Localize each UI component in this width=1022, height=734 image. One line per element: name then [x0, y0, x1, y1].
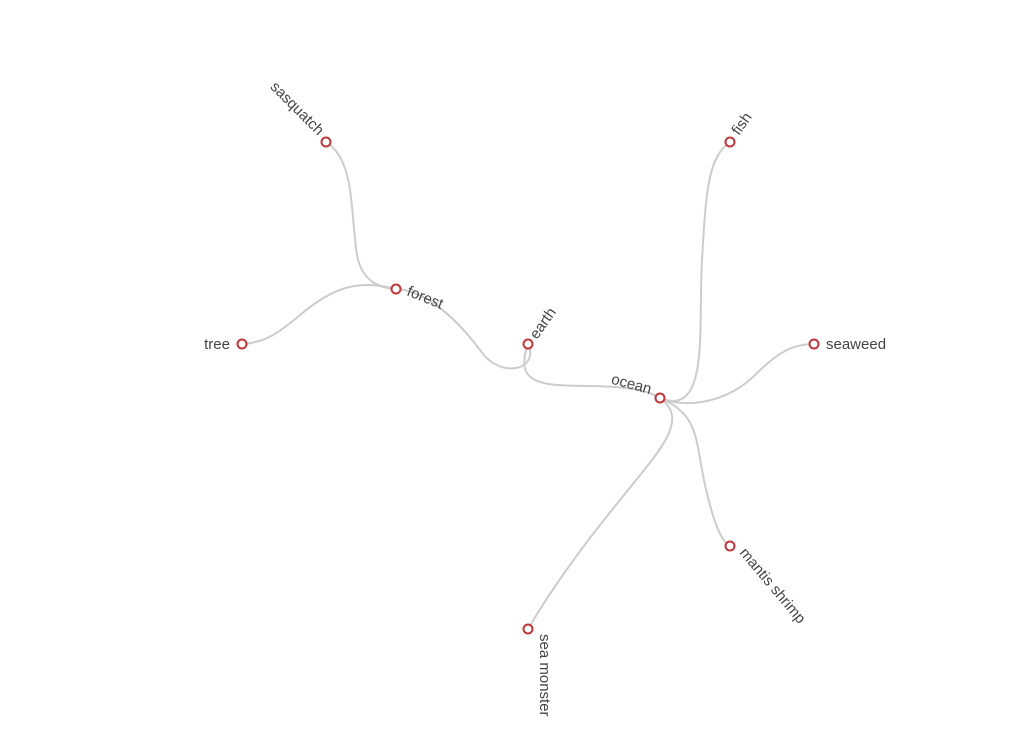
node-label-sasquatch: sasquatch [267, 78, 327, 138]
node-label-forest: forest [405, 283, 447, 313]
link-earth-to-forest [395, 288, 532, 370]
node-fish[interactable]: fish [724, 109, 756, 148]
link-forest-to-tree [241, 283, 397, 345]
node-circle-sea-monster[interactable] [522, 623, 534, 635]
link-earth-to-ocean [523, 343, 661, 399]
node-circle-mantis-shrimp[interactable] [724, 540, 736, 552]
node-label-mantis-shrimp: mantis shrimp [736, 545, 809, 627]
node-circle-earth[interactable] [522, 338, 534, 350]
node-circle-seaweed[interactable] [808, 338, 820, 350]
node-sea-monster[interactable]: sea monster [522, 623, 554, 717]
node-seaweed[interactable]: seaweed [808, 336, 887, 353]
node-circle-ocean[interactable] [654, 392, 666, 404]
node-label-sea-monster: sea monster [536, 634, 553, 717]
links-layer [241, 141, 815, 630]
node-circle-forest[interactable] [390, 283, 402, 295]
node-forest[interactable]: forest [390, 283, 447, 313]
link-ocean-to-seaweed [659, 343, 815, 405]
node-label-seaweed: seaweed [826, 336, 886, 353]
node-earth[interactable]: earth [522, 305, 560, 350]
link-forest-to-sasquatch [325, 141, 397, 290]
node-ocean[interactable]: ocean [609, 371, 666, 404]
link-ocean-to-mantis-shrimp [659, 397, 731, 547]
node-label-earth: earth [526, 305, 560, 343]
link-ocean-to-sea-monster [527, 397, 674, 630]
node-label-fish: fish [728, 109, 755, 138]
node-tree[interactable]: tree [204, 336, 248, 353]
node-circle-fish[interactable] [724, 136, 736, 148]
link-ocean-to-fish [659, 141, 731, 402]
node-circle-tree[interactable] [236, 338, 248, 350]
node-mantis-shrimp[interactable]: mantis shrimp [724, 540, 809, 628]
node-label-ocean: ocean [609, 371, 653, 398]
node-label-tree: tree [204, 336, 230, 353]
nodes-layer: earth forest ocean sasquatch tree fish seaweed… [204, 78, 886, 716]
node-circle-sasquatch[interactable] [320, 136, 332, 148]
node-sasquatch[interactable]: sasquatch [267, 78, 332, 148]
